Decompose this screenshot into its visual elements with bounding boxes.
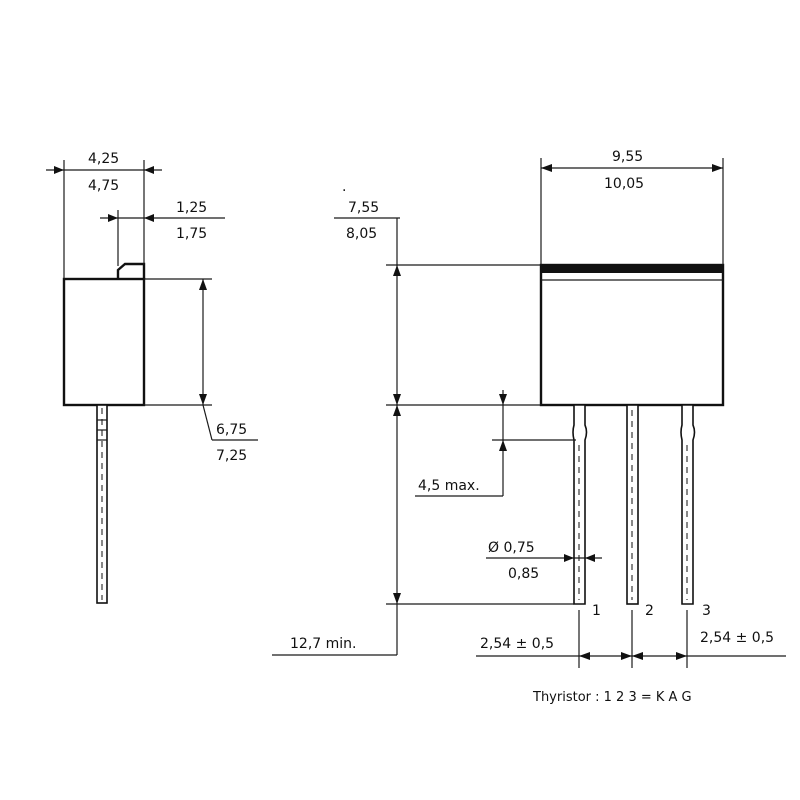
pitch-left-label: 2,54 ± 0,5: [480, 636, 554, 652]
lead-1: [572, 404, 588, 605]
pin-label-2: 2: [645, 603, 654, 619]
lead-2: [626, 404, 639, 605]
side-view: 4,25 4,75 1,25 1,75 6,75 7,25: [46, 151, 258, 604]
pitch-right-label: 2,54 ± 0,5: [700, 630, 774, 646]
front-view: 1 2 3 9,55 10,05 · 7,55 8,05 4,5 max. Ø …: [272, 149, 786, 668]
side-width-bottom: 4,75: [88, 178, 119, 194]
front-view-body: [539, 263, 725, 407]
side-tab-top: 1,25: [176, 200, 207, 216]
front-height-bottom: 8,05: [346, 226, 377, 242]
side-view-body: [62, 277, 146, 407]
lead-length-label: 12,7 min.: [290, 636, 356, 652]
side-view-tab: [116, 262, 146, 279]
front-height-top: 7,55: [348, 200, 379, 216]
side-view-lead: [96, 404, 108, 604]
bend-max-label: 4,5 max.: [418, 478, 480, 494]
side-height-bottom: 7,25: [216, 448, 247, 464]
lead-diameter-bottom: 0,85: [508, 566, 539, 582]
front-width-top: 9,55: [612, 149, 643, 165]
lead-diameter-top: Ø 0,75: [488, 540, 535, 556]
side-tab-bottom: 1,75: [176, 226, 207, 242]
svg-text:·: ·: [342, 183, 346, 199]
front-width-bottom: 10,05: [604, 176, 644, 192]
pin-label-3: 3: [702, 603, 711, 619]
pin-label-1: 1: [592, 603, 601, 619]
side-height-top: 6,75: [216, 422, 247, 438]
side-width-top: 4,25: [88, 151, 119, 167]
pinout-caption: Thyristor : 1 2 3 = K A G: [532, 690, 692, 705]
lead-3: [680, 404, 696, 605]
